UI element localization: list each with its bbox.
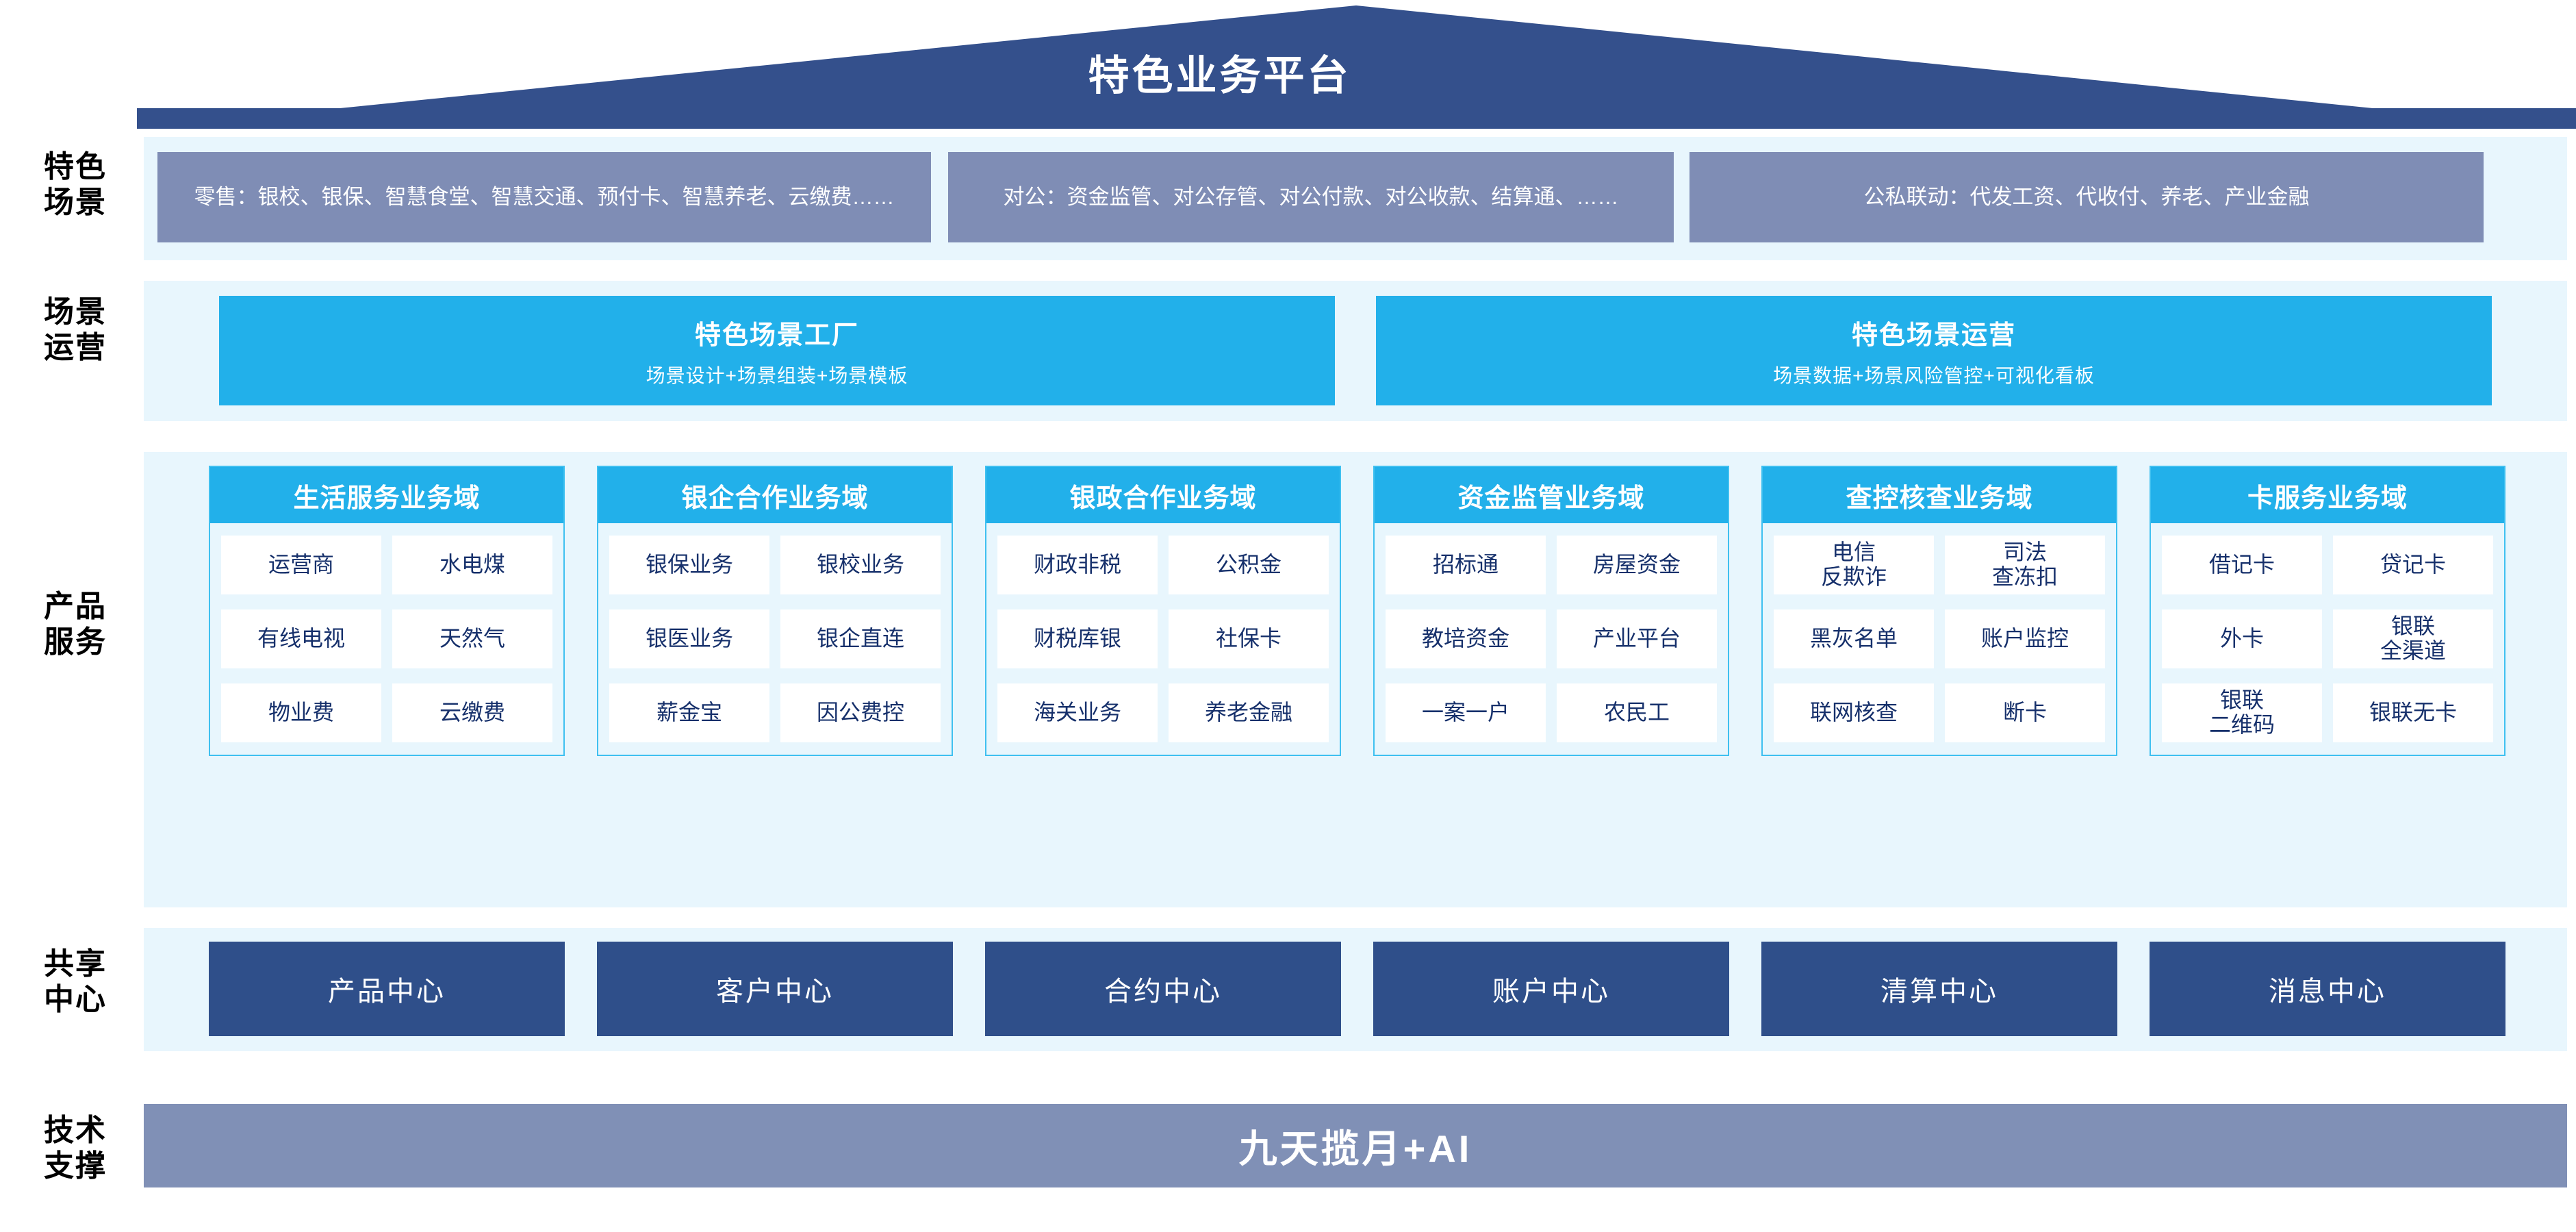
row-label-product: 产品服务: [44, 590, 107, 659]
domain-item[interactable]: 云缴费: [392, 683, 552, 742]
operation-box-scene-factory[interactable]: 特色场景工厂 场景设计+场景组装+场景模板: [219, 296, 1335, 405]
domain-item[interactable]: 招标通: [1386, 536, 1546, 594]
operation-band: 特色场景工厂 场景设计+场景组装+场景模板 特色场景运营 场景数据+场景风险管控…: [144, 281, 2567, 421]
domain-item[interactable]: 断卡: [1945, 683, 2105, 742]
domain-item[interactable]: 一案一户: [1386, 683, 1546, 742]
domain-item[interactable]: 银联 二维码: [2162, 683, 2322, 742]
domain-item[interactable]: 薪金宝: [609, 683, 769, 742]
domain-item[interactable]: 财税库银: [997, 609, 1158, 668]
domain-item[interactable]: 海关业务: [997, 683, 1158, 742]
scenario-text: 零售：银校、银保、智慧食堂、智慧交通、预付卡、智慧养老、云缴费……: [194, 184, 895, 209]
domain-item[interactable]: 银校业务: [780, 536, 941, 594]
domain-item[interactable]: 房屋资金: [1557, 536, 1717, 594]
domain-item[interactable]: 外卡: [2162, 609, 2322, 668]
domain-item-grid: 电信 反欺诈 司法 查冻扣 黑灰名单 账户监控 联网核查 断卡: [1763, 523, 2116, 755]
shared-center-band: 产品中心 客户中心 合约中心 账户中心 清算中心 消息中心: [144, 928, 2567, 1051]
scenario-box-retail[interactable]: 零售：银校、银保、智慧食堂、智慧交通、预付卡、智慧养老、云缴费……: [157, 152, 931, 242]
row-label-shared: 共享中心: [44, 947, 107, 1016]
domain-item[interactable]: 水电煤: [392, 536, 552, 594]
shared-center-account-center[interactable]: 账户中心: [1373, 942, 1729, 1036]
domain-title: 银政合作业务域: [986, 467, 1340, 523]
domain-item[interactable]: 养老金融: [1169, 683, 1329, 742]
domain-item[interactable]: 产业平台: [1557, 609, 1717, 668]
scenario-box-public-private[interactable]: 公私联动：代发工资、代收付、养老、产业金融: [1689, 152, 2484, 242]
shared-center-label: 客户中心: [716, 977, 834, 1007]
shared-center-message-center[interactable]: 消息中心: [2150, 942, 2505, 1036]
domain-item[interactable]: 财政非税: [997, 536, 1158, 594]
domain-item[interactable]: 借记卡: [2162, 536, 2322, 594]
domain-item[interactable]: 农民工: [1557, 683, 1717, 742]
shared-center-label: 账户中心: [1492, 977, 1610, 1007]
domain-item[interactable]: 银保业务: [609, 536, 769, 594]
shared-center-contract-center[interactable]: 合约中心: [985, 942, 1341, 1036]
scenario-text: 对公：资金监管、对公存管、对公付款、对公收款、结算通、……: [1003, 184, 1619, 209]
operation-title: 特色场景运营: [1851, 320, 2016, 350]
domain-item-grid: 财政非税 公积金 财税库银 社保卡 海关业务 养老金融: [986, 523, 1340, 755]
shared-center-product-center[interactable]: 产品中心: [209, 942, 565, 1036]
platform-roof: [137, 5, 2576, 129]
row-label-operation: 场景运营: [44, 295, 107, 364]
domain-bank-government[interactable]: 银政合作业务域 财政非税 公积金 财税库银 社保卡 海关业务 养老金融: [985, 466, 1341, 756]
domain-item[interactable]: 司法 查冻扣: [1945, 536, 2105, 594]
domain-item[interactable]: 公积金: [1169, 536, 1329, 594]
domain-item[interactable]: 银医业务: [609, 609, 769, 668]
domain-life-service[interactable]: 生活服务业务域 运营商 水电煤 有线电视 天然气 物业费 云缴费: [209, 466, 565, 756]
operation-title: 特色场景工厂: [694, 320, 859, 350]
domain-item[interactable]: 天然气: [392, 609, 552, 668]
shared-center-label: 合约中心: [1104, 977, 1222, 1007]
domain-card-service[interactable]: 卡服务业务域 借记卡 贷记卡 外卡 银联 全渠道 银联 二维码 银联无卡: [2150, 466, 2505, 756]
domain-fund-supervision[interactable]: 资金监管业务域 招标通 房屋资金 教培资金 产业平台 一案一户 农民工: [1373, 466, 1729, 756]
domain-item[interactable]: 物业费: [221, 683, 381, 742]
shared-center-label: 产品中心: [328, 977, 446, 1007]
domain-item[interactable]: 联网核查: [1774, 683, 1934, 742]
domain-item[interactable]: 银联无卡: [2333, 683, 2493, 742]
domain-title: 卡服务业务域: [2151, 467, 2504, 523]
shared-center-label: 消息中心: [2269, 977, 2386, 1007]
domain-item[interactable]: 银企直连: [780, 609, 941, 668]
domain-item[interactable]: 教培资金: [1386, 609, 1546, 668]
shared-center-clearing-center[interactable]: 清算中心: [1761, 942, 2117, 1036]
scenario-band: 零售：银校、银保、智慧食堂、智慧交通、预付卡、智慧养老、云缴费…… 对公：资金监…: [144, 137, 2567, 260]
domain-title: 银企合作业务域: [598, 467, 952, 523]
row-label-scenario: 特色场景: [44, 150, 107, 219]
domain-title: 资金监管业务域: [1375, 467, 1728, 523]
domain-title: 查控核查业务域: [1763, 467, 2116, 523]
operation-subtitle: 场景数据+场景风险管控+可视化看板: [1773, 364, 2095, 386]
scenario-text: 公私联动：代发工资、代收付、养老、产业金融: [1863, 184, 2310, 209]
shared-center-label: 清算中心: [1880, 977, 1998, 1007]
domain-item[interactable]: 运营商: [221, 536, 381, 594]
domain-item[interactable]: 黑灰名单: [1774, 609, 1934, 668]
row-label-tech: 技术支撑: [44, 1114, 107, 1183]
domain-item[interactable]: 贷记卡: [2333, 536, 2493, 594]
domain-item-grid: 借记卡 贷记卡 外卡 银联 全渠道 银联 二维码 银联无卡: [2151, 523, 2504, 755]
domain-item[interactable]: 账户监控: [1945, 609, 2105, 668]
domain-item[interactable]: 因公费控: [780, 683, 941, 742]
domain-item[interactable]: 银联 全渠道: [2333, 609, 2493, 668]
shared-center-customer-center[interactable]: 客户中心: [597, 942, 953, 1036]
product-band: 生活服务业务域 运营商 水电煤 有线电视 天然气 物业费 云缴费 银企合作业务域…: [144, 452, 2567, 907]
domain-item-grid: 运营商 水电煤 有线电视 天然气 物业费 云缴费: [210, 523, 563, 755]
tech-support-bar[interactable]: 九天揽月+AI: [144, 1104, 2567, 1187]
operation-box-scene-operation[interactable]: 特色场景运营 场景数据+场景风险管控+可视化看板: [1376, 296, 2492, 405]
domain-item[interactable]: 电信 反欺诈: [1774, 536, 1934, 594]
domain-item[interactable]: 社保卡: [1169, 609, 1329, 668]
domain-bank-enterprise[interactable]: 银企合作业务域 银保业务 银校业务 银医业务 银企直连 薪金宝 因公费控: [597, 466, 953, 756]
domain-title: 生活服务业务域: [210, 467, 563, 523]
operation-subtitle: 场景设计+场景组装+场景模板: [646, 364, 908, 386]
domain-item[interactable]: 有线电视: [221, 609, 381, 668]
tech-support-label: 九天揽月+AI: [1238, 1127, 1472, 1170]
domain-item-grid: 招标通 房屋资金 教培资金 产业平台 一案一户 农民工: [1375, 523, 1728, 755]
domain-investigation-control[interactable]: 查控核查业务域 电信 反欺诈 司法 查冻扣 黑灰名单 账户监控 联网核查 断卡: [1761, 466, 2117, 756]
scenario-box-corporate[interactable]: 对公：资金监管、对公存管、对公付款、对公收款、结算通、……: [948, 152, 1674, 242]
domain-item-grid: 银保业务 银校业务 银医业务 银企直连 薪金宝 因公费控: [598, 523, 952, 755]
